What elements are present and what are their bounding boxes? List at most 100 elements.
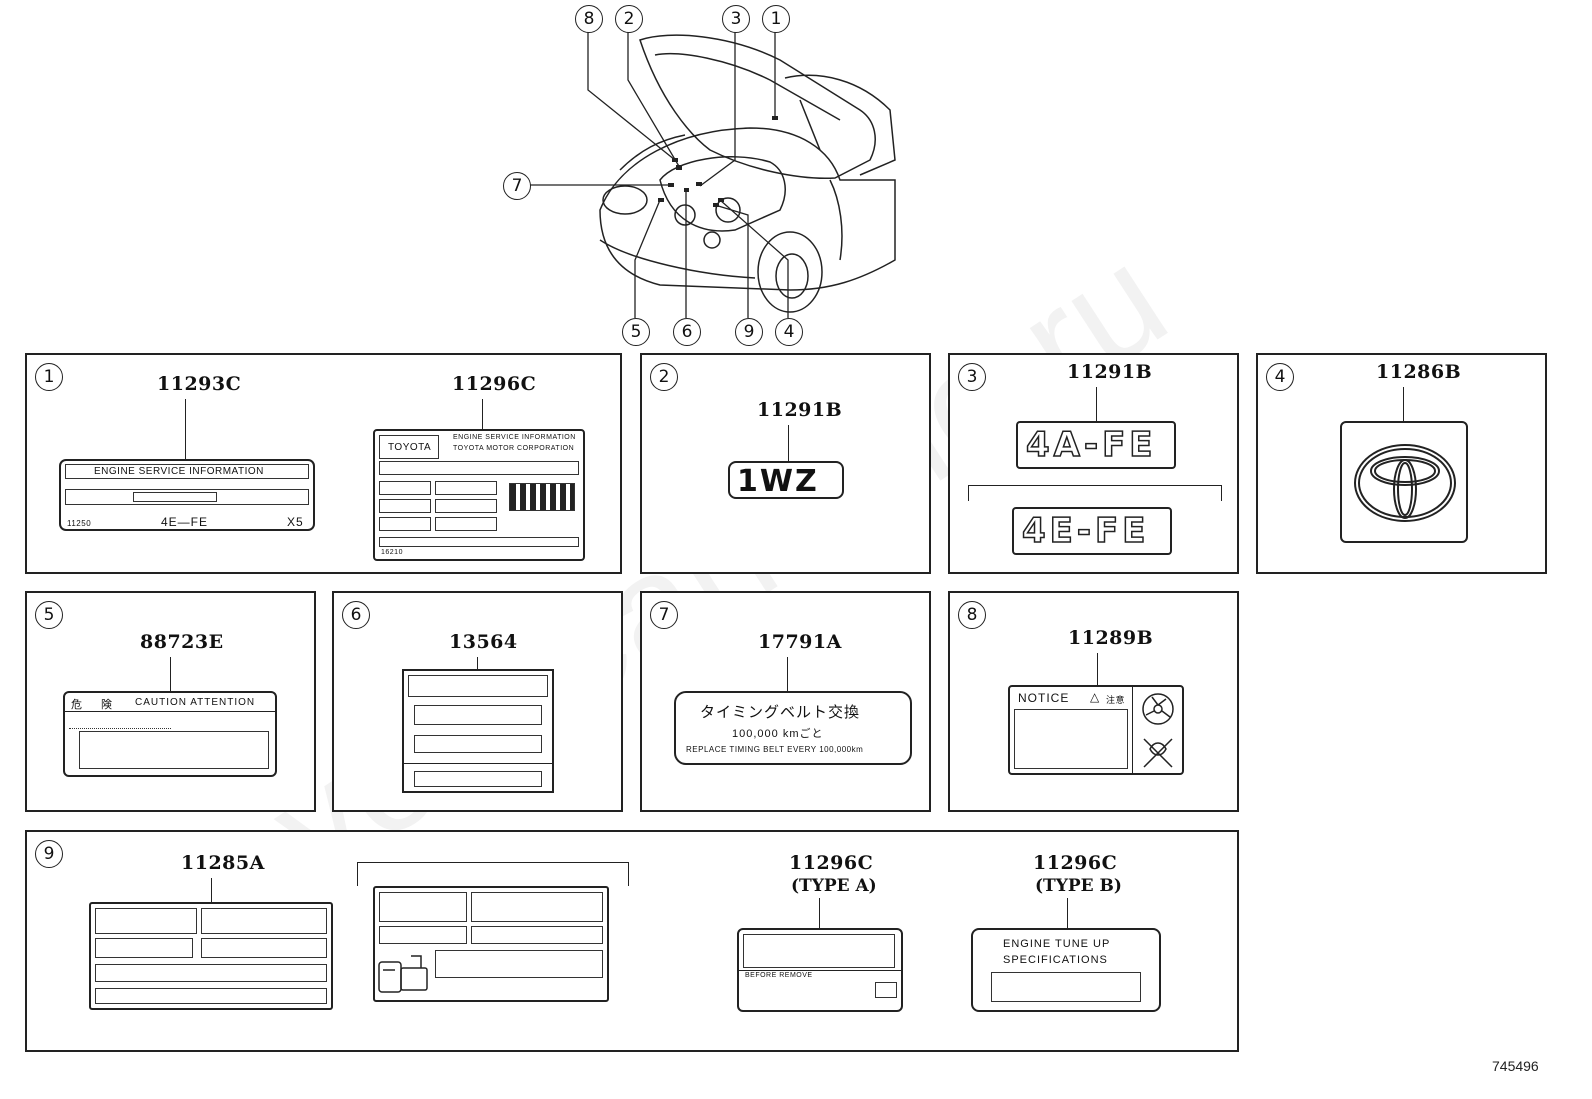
panel-2: 2 11291B 1WZ: [640, 353, 931, 574]
windshield: [784, 74, 896, 176]
part-number-11293C[interactable]: 11293C: [157, 373, 242, 395]
label-type-a[interactable]: BEFORE REMOVE: [737, 928, 903, 1012]
alt-bracket: [968, 485, 1222, 501]
part-number-11285A[interactable]: 11285A: [181, 852, 265, 874]
leader-5: [634, 199, 661, 318]
battery-icon: [378, 955, 428, 993]
engine-code: 4E—FE: [161, 515, 209, 529]
specifications-text: SPECIFICATIONS: [1003, 954, 1108, 966]
label-field: [471, 892, 603, 922]
part-number-11289B[interactable]: 11289B: [1068, 627, 1154, 649]
label-field: [95, 964, 327, 982]
label-field: [414, 771, 542, 787]
engine-service-info-label-2[interactable]: TOYOTA ENGINE SERVICE INFORMATION TOYOTA…: [373, 429, 585, 561]
car-body: [599, 127, 896, 291]
fan-warning-icon: [1142, 693, 1174, 768]
part-number-11291B[interactable]: 11291B: [1067, 361, 1153, 383]
hood-outline: [639, 34, 876, 180]
label-marker: [672, 158, 678, 162]
label-title: ENGINE SERVICE INFORMATION: [94, 466, 264, 477]
toyota-box: TOYOTA: [379, 435, 439, 459]
engine-service-info-label[interactable]: ENGINE SERVICE INFORMATION 11250 4E—FE X…: [59, 459, 315, 531]
callout-1: 1: [762, 5, 790, 33]
leader-3: [699, 32, 736, 187]
label-code: 11250: [67, 519, 92, 528]
leader-line: [185, 399, 186, 459]
label-field: [201, 938, 327, 958]
leader-line: [787, 657, 788, 691]
label-field: [95, 938, 193, 958]
part-number-11296C[interactable]: 11296C: [452, 373, 537, 395]
callout-2: 2: [615, 5, 643, 33]
part-number-11296C-a[interactable]: 11296C: [789, 852, 874, 874]
label-13564[interactable]: [402, 669, 554, 793]
label-type-b[interactable]: ENGINE TUNE UP SPECIFICATIONS: [971, 928, 1161, 1012]
leader-2: [627, 32, 681, 169]
badge-text: 1WZ: [737, 464, 819, 499]
label-field: [1014, 709, 1128, 769]
type-a-label: (TYPE A): [791, 876, 877, 896]
4e-fe-badge[interactable]: 4E-FE: [1012, 507, 1172, 555]
callout-3: 3: [722, 5, 750, 33]
toyota-text: TOYOTA: [388, 442, 432, 453]
1wz-badge[interactable]: 1WZ: [728, 461, 844, 499]
label-field: [414, 735, 542, 753]
label-marker: [718, 198, 724, 202]
badge-text: 4E-FE: [1021, 510, 1150, 552]
notice-label[interactable]: NOTICE △ 注意: [1008, 685, 1184, 775]
label-code: 16210: [381, 549, 403, 556]
toyota-emblem-label[interactable]: [1340, 421, 1468, 543]
spec-grid: [509, 483, 575, 511]
chuui-text: 注意: [1106, 695, 1126, 705]
kanji-danger-2: 険: [101, 699, 113, 711]
kanji-danger-1: 危: [71, 699, 83, 711]
label-11285A[interactable]: [89, 902, 333, 1010]
panel-8: 8 11289B NOTICE △ 注意: [948, 591, 1239, 812]
caution-attention-label[interactable]: 危 険 CAUTION ATTENTION: [63, 691, 277, 777]
divider: [404, 763, 552, 764]
fender: [829, 179, 843, 261]
label-field: [65, 489, 309, 505]
callout-8: 8: [575, 5, 603, 33]
label-marker: [772, 116, 778, 120]
label-11285A-alt[interactable]: [373, 886, 609, 1002]
before-remove-text: BEFORE REMOVE: [745, 972, 813, 979]
divider: [65, 711, 275, 712]
4a-fe-badge[interactable]: 4A-FE: [1016, 421, 1176, 469]
type-b-label: (TYPE B): [1035, 876, 1122, 896]
label-field: [379, 517, 431, 531]
label-field: [379, 926, 467, 944]
label-field: [79, 731, 269, 769]
panel-7: 7 17791A タイミングベルト交換 100,000 kmごと REPLACE…: [640, 591, 931, 812]
panel-6: 6 13564: [332, 591, 623, 812]
label-marker: [696, 182, 702, 186]
leader-4: [719, 199, 789, 318]
label-marker: [658, 198, 664, 202]
jp-text-line: [69, 715, 171, 729]
leader-line: [819, 898, 820, 928]
panel-number: 9: [35, 840, 63, 868]
part-number-17791A[interactable]: 17791A: [758, 631, 842, 653]
car-overview-illustration: [530, 32, 896, 318]
label-marker: [676, 165, 682, 170]
part-number-11291B[interactable]: 11291B: [757, 399, 843, 421]
panel-4: 4 11286B: [1256, 353, 1547, 574]
part-number-11286B[interactable]: 11286B: [1376, 361, 1462, 383]
leader-line: [1097, 653, 1098, 685]
timing-belt-label[interactable]: タイミングベルト交換 100,000 kmごと REPLACE TIMING B…: [674, 691, 912, 765]
bumper: [599, 239, 756, 279]
label-field: [435, 517, 497, 531]
label-header: ENGINE SERVICE INFORMATION: [65, 464, 309, 479]
label-marker: [684, 188, 689, 192]
replace-text: REPLACE TIMING BELT EVERY 100,000km: [686, 745, 864, 754]
part-number-13564[interactable]: 13564: [449, 631, 518, 653]
part-number-88723E[interactable]: 88723E: [140, 631, 224, 653]
label-marker: [713, 203, 719, 207]
callout-7: 7: [503, 172, 531, 200]
part-number-11296C-b[interactable]: 11296C: [1033, 852, 1118, 874]
label-field: [408, 675, 548, 697]
leader-line: [788, 425, 789, 461]
panel-number: 6: [342, 601, 370, 629]
label-field: [875, 982, 897, 998]
label-field: [471, 926, 603, 944]
